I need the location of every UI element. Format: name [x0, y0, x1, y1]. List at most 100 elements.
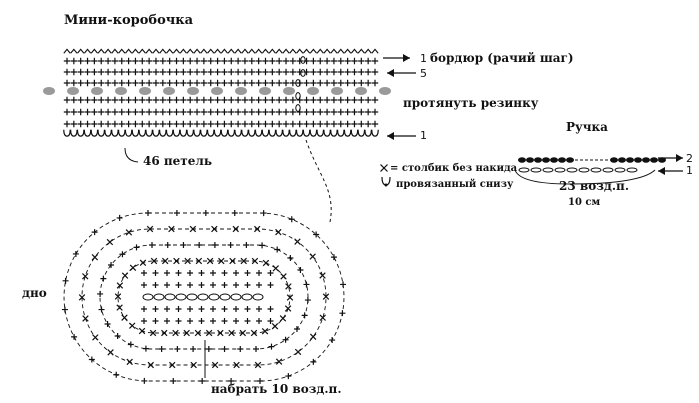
sc-plus-symbol: [269, 68, 276, 76]
sc-plus-symbol: [313, 231, 320, 238]
sc-x-symbol: [211, 225, 218, 233]
sc-plus-symbol: [371, 108, 379, 116]
under-loop-symbol: [268, 129, 277, 137]
chain-stitch-symbol: [642, 157, 650, 163]
sc-plus-symbol: [132, 79, 139, 87]
sc-plus-symbol: [193, 108, 201, 116]
sc-plus-symbol: [104, 79, 112, 87]
sc-plus-symbol: [200, 108, 208, 116]
reverse-sc-symbol: [357, 48, 365, 54]
sc-plus-symbol: [145, 96, 153, 104]
under-loop-symbol: [330, 129, 338, 137]
sc-plus-symbol: [175, 318, 182, 324]
sc-plus-symbol: [371, 79, 379, 87]
arrow-head: [387, 132, 394, 140]
wall-row-arrows: [124, 54, 416, 163]
sc-x-symbol: [147, 361, 155, 369]
sc-plus-symbol: [244, 282, 251, 288]
under-loop-symbol: [124, 129, 133, 137]
sc-plus-symbol: [228, 68, 235, 76]
under-loop-symbol: [336, 129, 345, 137]
sc-x-symbol: [92, 334, 99, 341]
chain-stitch-symbol: [208, 293, 220, 301]
sc-plus-symbol: [351, 108, 358, 116]
sc-plus-symbol: [127, 341, 134, 348]
sc-plus-symbol: [282, 108, 290, 116]
sc-plus-symbol: [256, 270, 262, 276]
handle-chart: [514, 154, 683, 185]
chain-stitch-symbol: [558, 157, 566, 163]
sc-plus-symbol: [118, 68, 125, 76]
sc-plus-symbol: [125, 120, 132, 128]
reverse-sc-symbol: [255, 48, 263, 54]
sc-plus-symbol: [214, 57, 221, 65]
sc-plus-symbol: [358, 120, 365, 128]
sc-plus-symbol: [118, 108, 125, 116]
sc-plus-symbol: [77, 120, 84, 128]
legend-symbols: [380, 164, 391, 187]
sc-plus-symbol: [111, 108, 119, 116]
sc-plus-symbol: [166, 120, 173, 128]
sc-plus-symbol: [145, 57, 153, 65]
sc-plus-symbol: [358, 68, 365, 76]
sc-plus-symbol: [63, 57, 71, 65]
sc-x-symbol: [107, 349, 114, 356]
sc-plus-symbol: [145, 68, 153, 76]
sc-plus-symbol: [330, 57, 338, 65]
reverse-sc-symbol: [118, 48, 126, 54]
sc-x-symbol: [309, 333, 317, 341]
sc-plus-symbol: [132, 96, 139, 104]
sc-x-symbol: [218, 257, 225, 265]
elastic-band-symbol: [379, 87, 391, 95]
sc-plus-symbol: [344, 108, 351, 116]
sc-plus-symbol: [303, 57, 310, 65]
sc-plus-symbol: [98, 120, 105, 128]
sc-plus-symbol: [187, 96, 194, 104]
sc-plus-symbol: [228, 108, 235, 116]
under-loop-symbol: [248, 129, 256, 137]
sc-plus-symbol: [72, 250, 79, 257]
sc-plus-symbol: [196, 242, 203, 248]
sc-x-symbol: [205, 329, 213, 337]
sc-plus-symbol: [262, 108, 269, 116]
sc-plus-symbol: [187, 270, 193, 276]
sc-plus-symbol: [243, 242, 250, 248]
under-loop-symbol: [186, 129, 194, 137]
sc-plus-symbol: [141, 306, 147, 312]
sc-plus-symbol: [159, 79, 167, 87]
sc-plus-symbol: [91, 229, 98, 236]
sc-plus-symbol: [221, 270, 228, 276]
sc-x-symbol: [294, 238, 301, 245]
sc-plus-symbol: [207, 68, 214, 76]
reverse-sc-symbol: [302, 48, 311, 54]
sc-x-symbol: [194, 329, 202, 337]
sc-plus-symbol: [323, 120, 331, 128]
handle-chain-label: 23 возд.п.: [559, 179, 630, 193]
sc-plus-symbol: [164, 242, 171, 248]
sc-plus-symbol: [180, 242, 187, 248]
sc-plus-symbol: [244, 318, 251, 324]
stitch-count-label: 46 петель: [143, 154, 212, 168]
sc-x-symbol: [262, 259, 270, 267]
sc-x-symbol: [190, 361, 197, 369]
under-loop-symbol: [323, 129, 331, 137]
sc-x-symbol: [189, 225, 197, 233]
under-loop-symbol: [97, 129, 106, 137]
under-loop-symbol: [152, 129, 160, 137]
sc-plus-symbol: [152, 120, 160, 128]
sc-plus-symbol: [323, 68, 331, 76]
sc-plus-symbol: [330, 68, 338, 76]
stitch-count-bracket: [124, 147, 139, 163]
elastic-band-symbol: [43, 87, 55, 95]
sc-x-symbol: [228, 329, 235, 337]
sc-plus-symbol: [104, 68, 112, 76]
sc-plus-symbol: [77, 68, 84, 76]
sc-plus-symbol: [301, 312, 308, 319]
sc-plus-symbol: [141, 377, 148, 384]
under-loop-symbol: [343, 129, 352, 137]
legend-text-sc: = столбик без накида: [390, 163, 518, 174]
chain-marker-symbol: [300, 69, 306, 77]
sc-plus-symbol: [310, 68, 317, 76]
sc-plus-symbol: [282, 96, 290, 104]
row-number-five: 5: [420, 67, 427, 80]
